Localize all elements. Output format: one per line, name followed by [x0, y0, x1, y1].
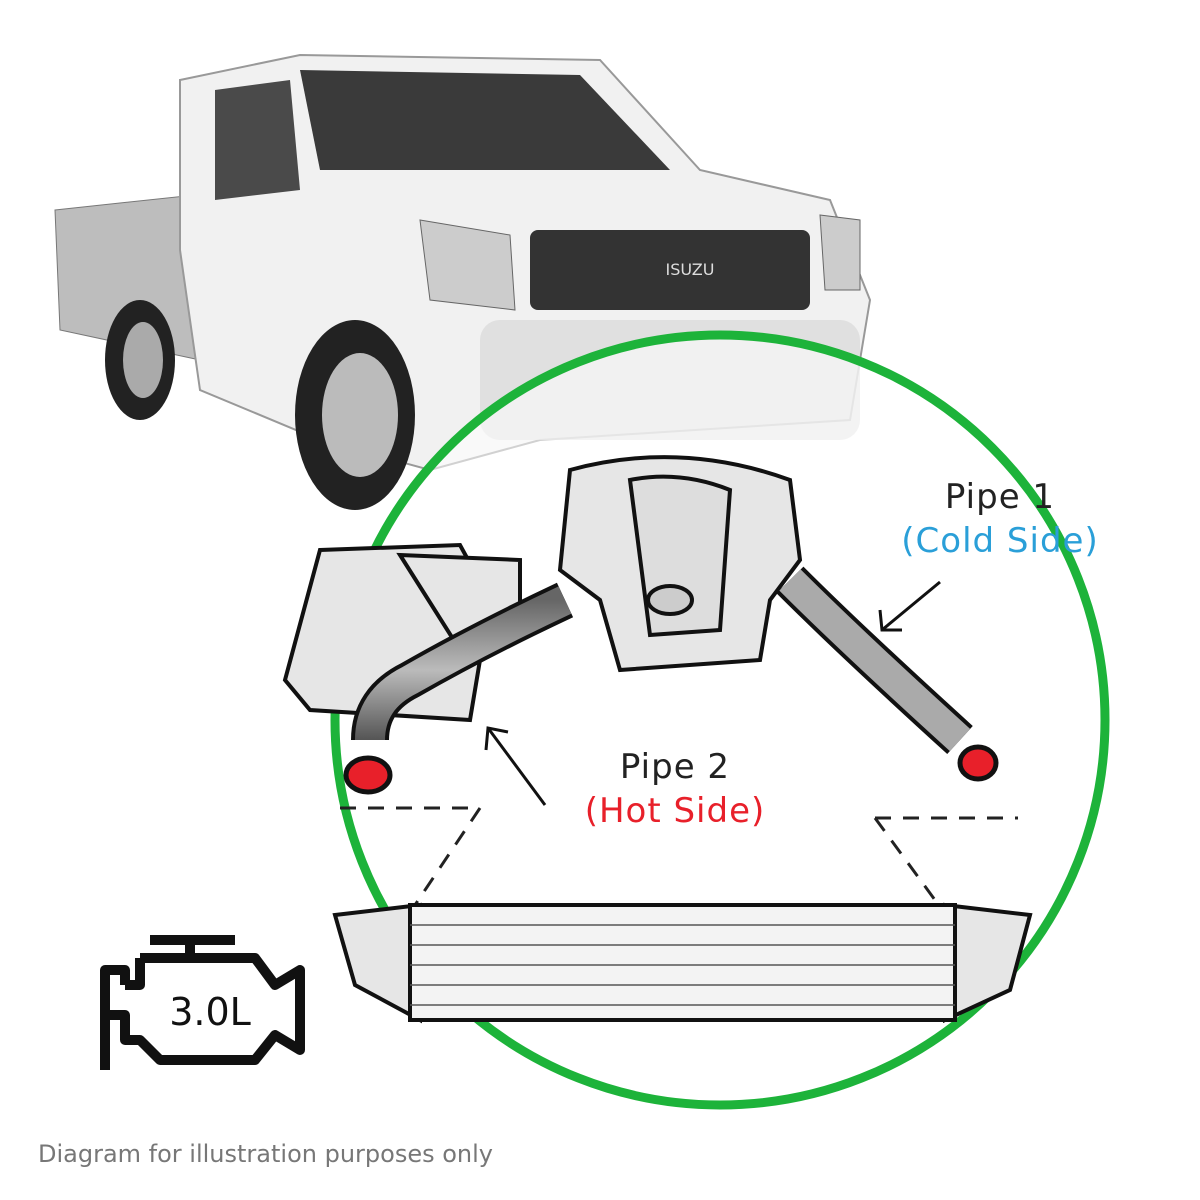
pipe-2-outlet — [343, 755, 393, 795]
check-engine-icon — [100, 935, 305, 1070]
arrows — [484, 580, 941, 806]
isuzu-badge: ISUZU — [666, 260, 715, 279]
pipe-1-title: Pipe 1 — [944, 477, 1056, 517]
pipe-1-subtitle: (Cold Side) — [901, 521, 1099, 562]
dashed-guides — [340, 806, 1018, 906]
highlight-circle — [330, 330, 1110, 1110]
pipe-1-outlet — [957, 744, 999, 782]
engine-cover — [557, 455, 803, 673]
engine-size-label: 3.0L — [169, 990, 251, 1034]
pipe-2-label: Pipe 2 (Hot Side) — [555, 745, 795, 833]
disclaimer-caption: Diagram for illustration purposes only — [38, 1140, 494, 1168]
pipe-1-label: Pipe 1 (Cold Side) — [880, 475, 1120, 563]
intercooler — [332, 902, 1033, 1024]
pipe-2-title: Pipe 2 — [619, 747, 731, 787]
pipe-2-subtitle: (Hot Side) — [584, 791, 766, 832]
